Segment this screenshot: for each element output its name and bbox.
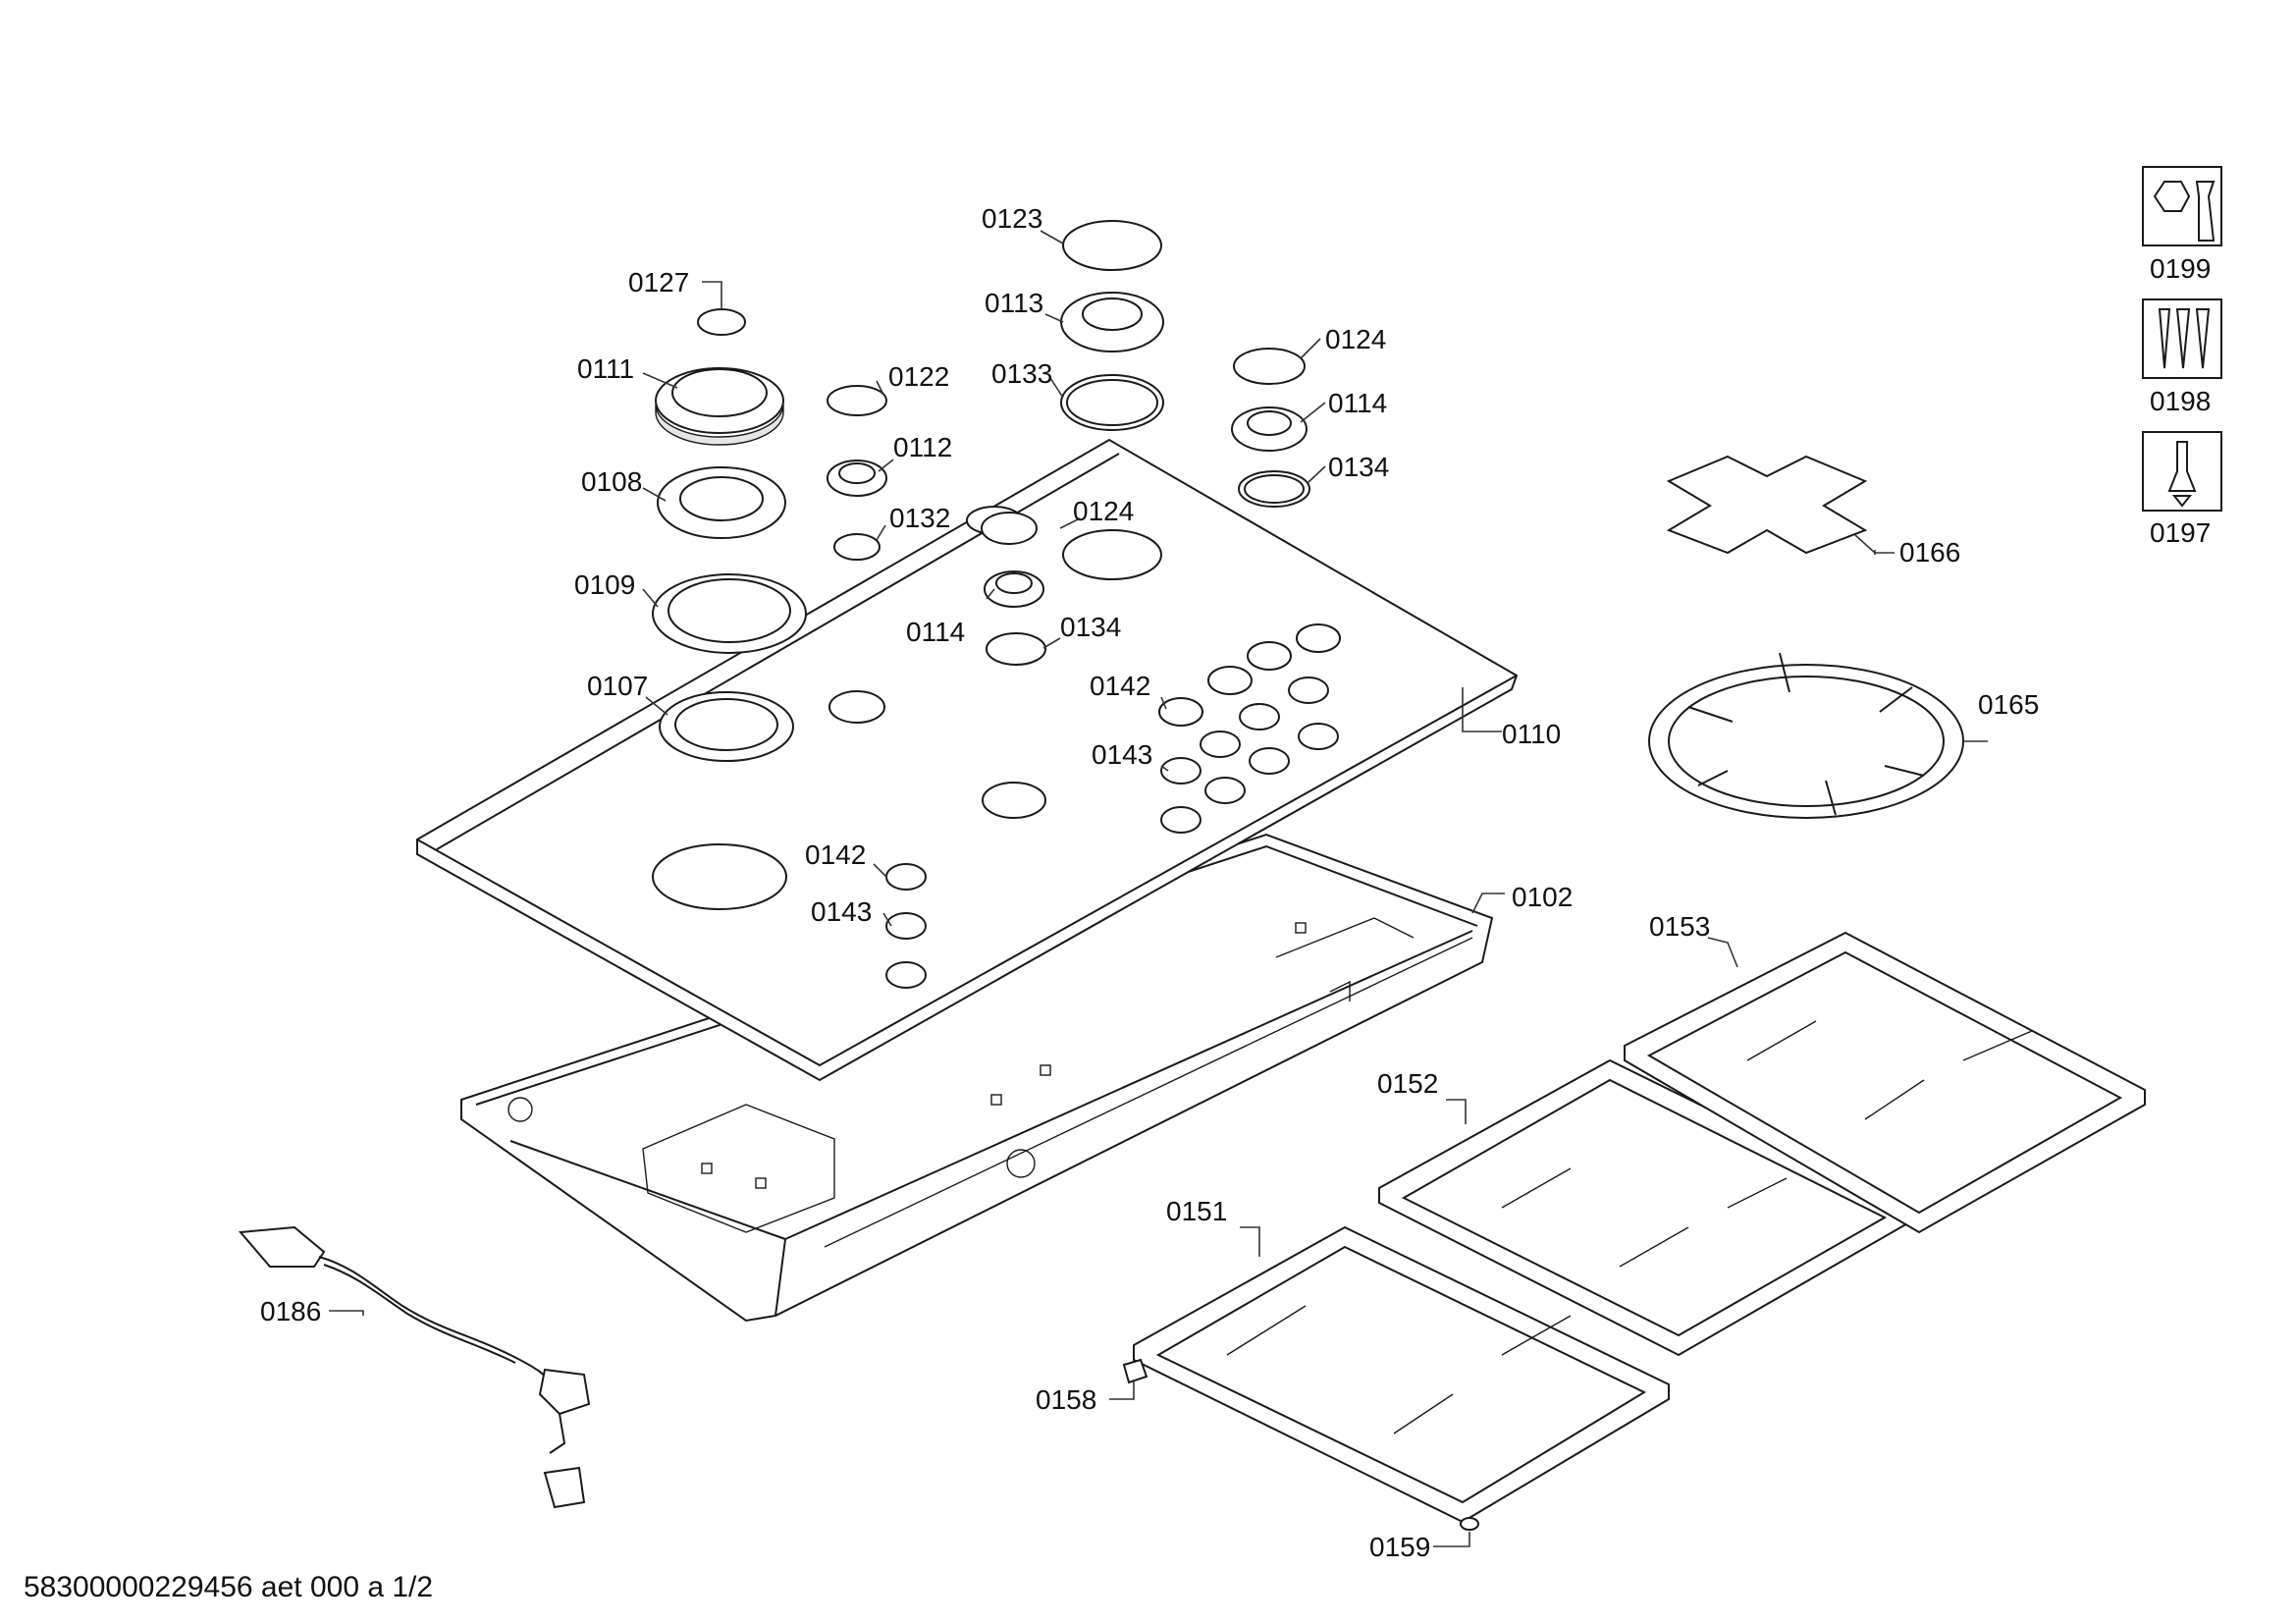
screw-set-icon <box>2142 298 2222 379</box>
label-0123: 0123 <box>982 203 1042 234</box>
label-0124-top: 0124 <box>1325 324 1386 354</box>
document-id-footer: 58300000229456 aet 000 a 1/2 <box>24 1571 434 1603</box>
label-0102: 0102 <box>1512 882 1573 912</box>
wrench-icon <box>2142 166 2222 246</box>
top-plate <box>416 438 1519 1082</box>
label-0124-mid: 0124 <box>1073 496 1134 526</box>
label-0113: 0113 <box>985 288 1043 318</box>
label-0165: 0165 <box>1978 689 2039 720</box>
label-0142-right: 0142 <box>1090 671 1150 701</box>
wok-ring <box>1648 652 1964 819</box>
burner-stack-right <box>1231 348 1310 508</box>
screwdriver-icon <box>2142 431 2222 512</box>
label-0114-top: 0114 <box>1328 388 1387 418</box>
label-0127: 0127 <box>628 267 689 298</box>
power-cord <box>238 1225 591 1509</box>
label-0122: 0122 <box>888 361 949 392</box>
leader-lines <box>329 230 1988 1547</box>
label-0133: 0133 <box>991 358 1052 389</box>
label-0134-top: 0134 <box>1328 452 1389 482</box>
label-0142-left: 0142 <box>805 839 866 870</box>
simmer-cross <box>1666 455 1868 555</box>
burner-stack-center <box>981 220 1164 666</box>
label-0114-mid: 0114 <box>906 617 965 647</box>
label-0107: 0107 <box>587 671 648 701</box>
label-0166: 0166 <box>1899 537 1960 568</box>
label-0108: 0108 <box>581 466 642 497</box>
label-0132: 0132 <box>889 503 950 533</box>
label-0197: 0197 <box>2150 517 2211 548</box>
label-0152: 0152 <box>1377 1068 1438 1099</box>
label-0199: 0199 <box>2150 253 2211 284</box>
label-0112: 0112 <box>893 432 952 462</box>
label-0110: 0110 <box>1502 719 1561 749</box>
label-0134-mid: 0134 <box>1060 612 1121 642</box>
label-0111: 0111 <box>577 353 634 384</box>
service-icon-group <box>2142 166 2222 512</box>
part-labels: 0123 0127 0113 0111 0122 0133 0124 0114 … <box>260 203 2211 1562</box>
fixing-parts <box>1122 1358 1479 1531</box>
label-0151: 0151 <box>1166 1196 1227 1226</box>
label-0186: 0186 <box>260 1296 321 1326</box>
label-0158: 0158 <box>1036 1384 1096 1415</box>
label-0153: 0153 <box>1649 911 1710 942</box>
label-0198: 0198 <box>2150 386 2211 416</box>
label-0159: 0159 <box>1369 1532 1430 1562</box>
burner-small-left <box>827 385 887 561</box>
pan-supports <box>1133 931 2146 1524</box>
burner-stack-left <box>652 308 807 762</box>
label-0143-right: 0143 <box>1092 739 1152 770</box>
label-0109: 0109 <box>574 569 635 600</box>
label-0143-left: 0143 <box>811 896 872 927</box>
